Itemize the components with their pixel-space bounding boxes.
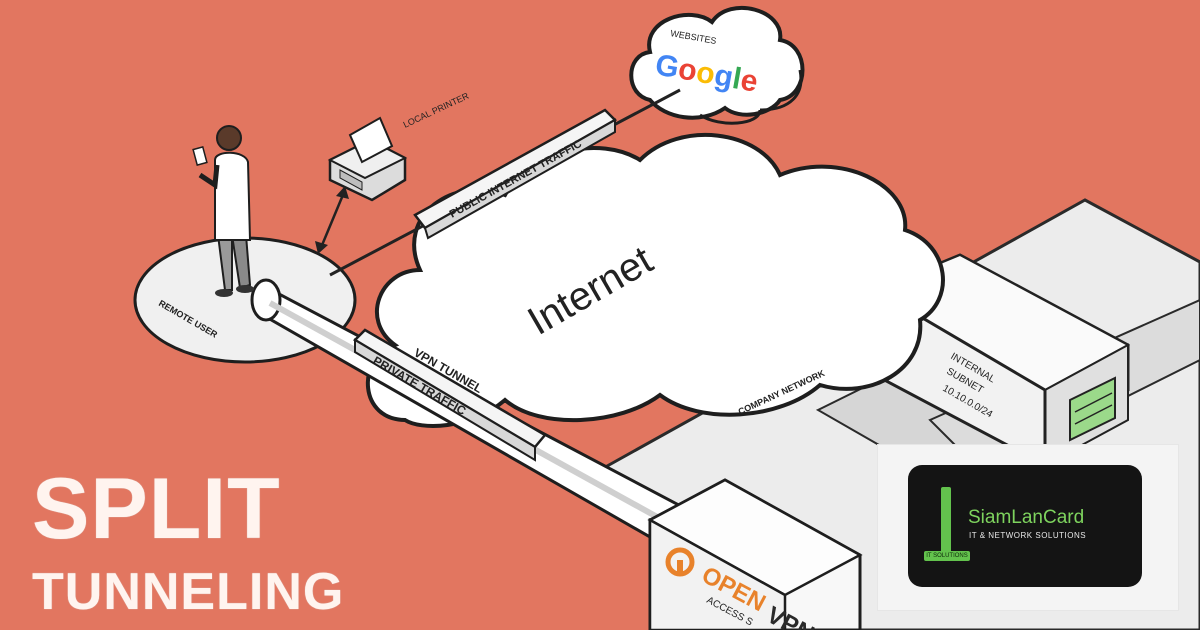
siamlancard-logo-card: IT SOLUTIONS SiamLanCard IT & NETWORK SO… [908, 465, 1142, 587]
siamlancard-logo-box: IT SOLUTIONS SiamLanCard IT & NETWORK SO… [877, 444, 1179, 611]
logo-badge: IT SOLUTIONS [924, 551, 970, 561]
title-line-1: SPLIT [32, 461, 281, 557]
logo-name: SiamLanCard [968, 507, 1085, 528]
local-printer-label: LOCAL PRINTER [402, 90, 471, 129]
title-line-2: TUNNELING [32, 563, 345, 621]
logo-bar-icon [941, 487, 951, 553]
printer-connection-arrow [315, 186, 349, 254]
remote-user-person [192, 125, 254, 297]
printer-icon [327, 116, 408, 202]
logo-tagline: IT & NETWORK SOLUTIONS [969, 531, 1087, 540]
private-traffic-bar [352, 328, 547, 462]
openvpn-server [647, 478, 863, 630]
public-traffic-bar [413, 108, 618, 240]
google-logo: Google [653, 48, 761, 98]
websites-cloud [629, 5, 805, 125]
internet-cloud [365, 132, 945, 428]
